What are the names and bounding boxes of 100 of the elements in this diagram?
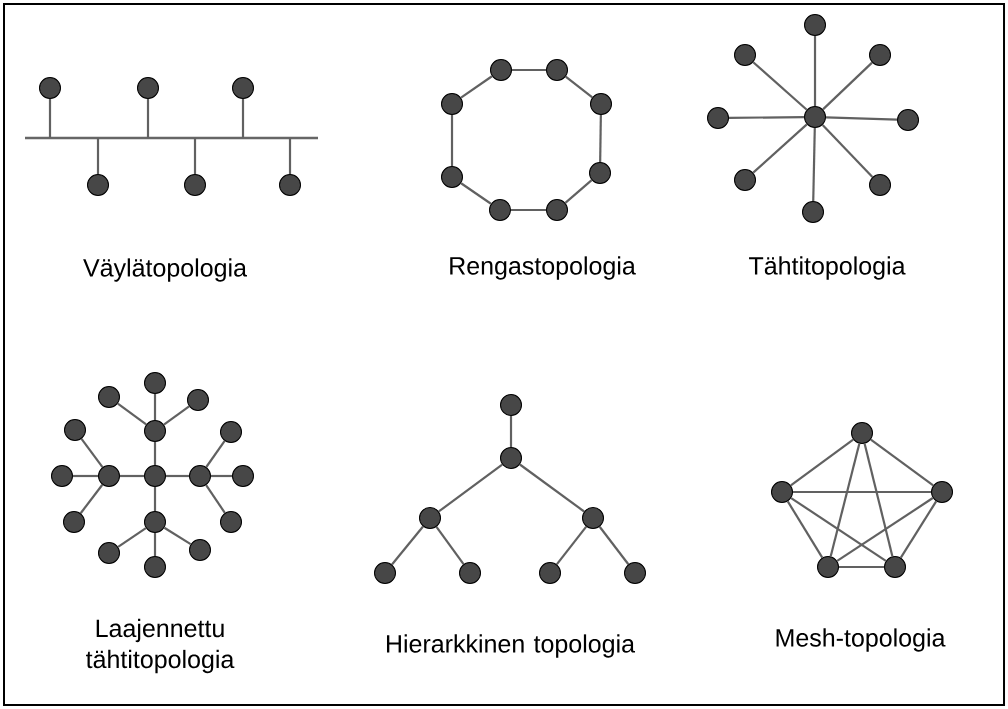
- network-node: [441, 93, 463, 115]
- link-line: [786, 500, 824, 559]
- link-line: [460, 182, 492, 205]
- network-node: [232, 465, 254, 487]
- network-node: [802, 201, 824, 223]
- network-node: [771, 481, 793, 503]
- network-node: [897, 109, 919, 131]
- network-node: [734, 44, 756, 66]
- network-node: [869, 174, 891, 196]
- link-line: [821, 124, 874, 178]
- link-line: [288, 138, 292, 174]
- link-line: [117, 527, 147, 548]
- network-node: [500, 394, 522, 416]
- link-line: [205, 484, 226, 514]
- topology-label: Mesh-topologia: [776, 628, 946, 652]
- network-node: [489, 199, 511, 221]
- network-node: [817, 556, 839, 578]
- link-line: [729, 116, 805, 119]
- network-node: [144, 511, 166, 533]
- network-node: [734, 169, 756, 191]
- link-line: [839, 565, 884, 569]
- network-node: [98, 542, 120, 564]
- network-node: [144, 556, 166, 578]
- link-line: [153, 442, 157, 465]
- network-node: [539, 562, 561, 584]
- link-line: [117, 402, 147, 426]
- bus-line: [25, 136, 318, 140]
- network-node: [931, 481, 953, 503]
- network-node: [144, 372, 166, 394]
- link-line: [73, 474, 98, 478]
- network-node: [624, 562, 646, 584]
- link-line: [166, 474, 189, 478]
- link-line: [79, 484, 104, 514]
- link-line: [599, 114, 602, 162]
- network-node: [144, 465, 166, 487]
- network-node: [189, 539, 211, 561]
- network-node: [490, 59, 512, 81]
- network-node: [707, 107, 729, 129]
- link-line: [120, 474, 144, 478]
- link-line: [752, 123, 808, 174]
- network-node: [374, 562, 396, 584]
- network-node: [804, 14, 826, 36]
- network-node: [582, 507, 604, 529]
- network-node: [187, 389, 209, 411]
- link-line: [460, 75, 493, 99]
- link-line: [793, 490, 931, 494]
- link-line: [48, 99, 52, 138]
- network-node: [220, 511, 242, 533]
- network-node: [546, 59, 568, 81]
- link-line: [519, 463, 585, 513]
- network-node: [851, 422, 873, 444]
- link-line: [752, 61, 808, 111]
- link-line: [822, 61, 873, 111]
- network-node: [144, 420, 166, 442]
- link-line: [163, 405, 190, 426]
- link-line: [598, 526, 630, 565]
- network-node: [884, 556, 906, 578]
- network-node: [39, 77, 61, 99]
- link-line: [790, 438, 854, 487]
- link-line: [509, 416, 513, 447]
- network-node: [63, 511, 85, 533]
- network-node: [137, 77, 159, 99]
- topology-label: Väylätopologia: [83, 258, 247, 282]
- network-node: [64, 419, 86, 441]
- network-node: [51, 465, 73, 487]
- link-line: [836, 497, 934, 562]
- topology-label: Hierarkkinen topologia: [387, 634, 635, 658]
- network-node: [590, 93, 612, 115]
- link-line: [512, 68, 546, 72]
- link-line: [825, 116, 898, 121]
- link-line: [829, 443, 861, 557]
- network-node: [279, 174, 301, 196]
- link-line: [146, 99, 150, 138]
- link-line: [153, 533, 157, 556]
- link-line: [790, 497, 887, 562]
- network-node: [232, 77, 254, 99]
- link-line: [813, 36, 817, 106]
- link-line: [153, 487, 157, 511]
- network-node: [804, 106, 826, 128]
- topology-label: Laajennettu tähtitopologia: [86, 618, 235, 674]
- network-node: [589, 162, 611, 184]
- link-line: [555, 526, 588, 565]
- network-node: [500, 447, 522, 469]
- network-node: [459, 562, 481, 584]
- link-line: [511, 208, 546, 212]
- link-line: [863, 443, 894, 557]
- link-line: [163, 526, 192, 546]
- link-line: [564, 179, 593, 204]
- topology-label: Rengastopologia: [450, 256, 636, 280]
- link-line: [899, 500, 938, 559]
- link-line: [241, 99, 245, 138]
- network-node: [220, 421, 242, 443]
- link-line: [565, 75, 593, 99]
- network-node: [189, 465, 211, 487]
- link-line: [205, 440, 226, 468]
- network-node: [98, 386, 120, 408]
- link-line: [438, 463, 503, 513]
- network-node: [87, 174, 109, 196]
- topology-label: Tähtitopologia: [749, 256, 906, 280]
- network-node: [869, 44, 891, 66]
